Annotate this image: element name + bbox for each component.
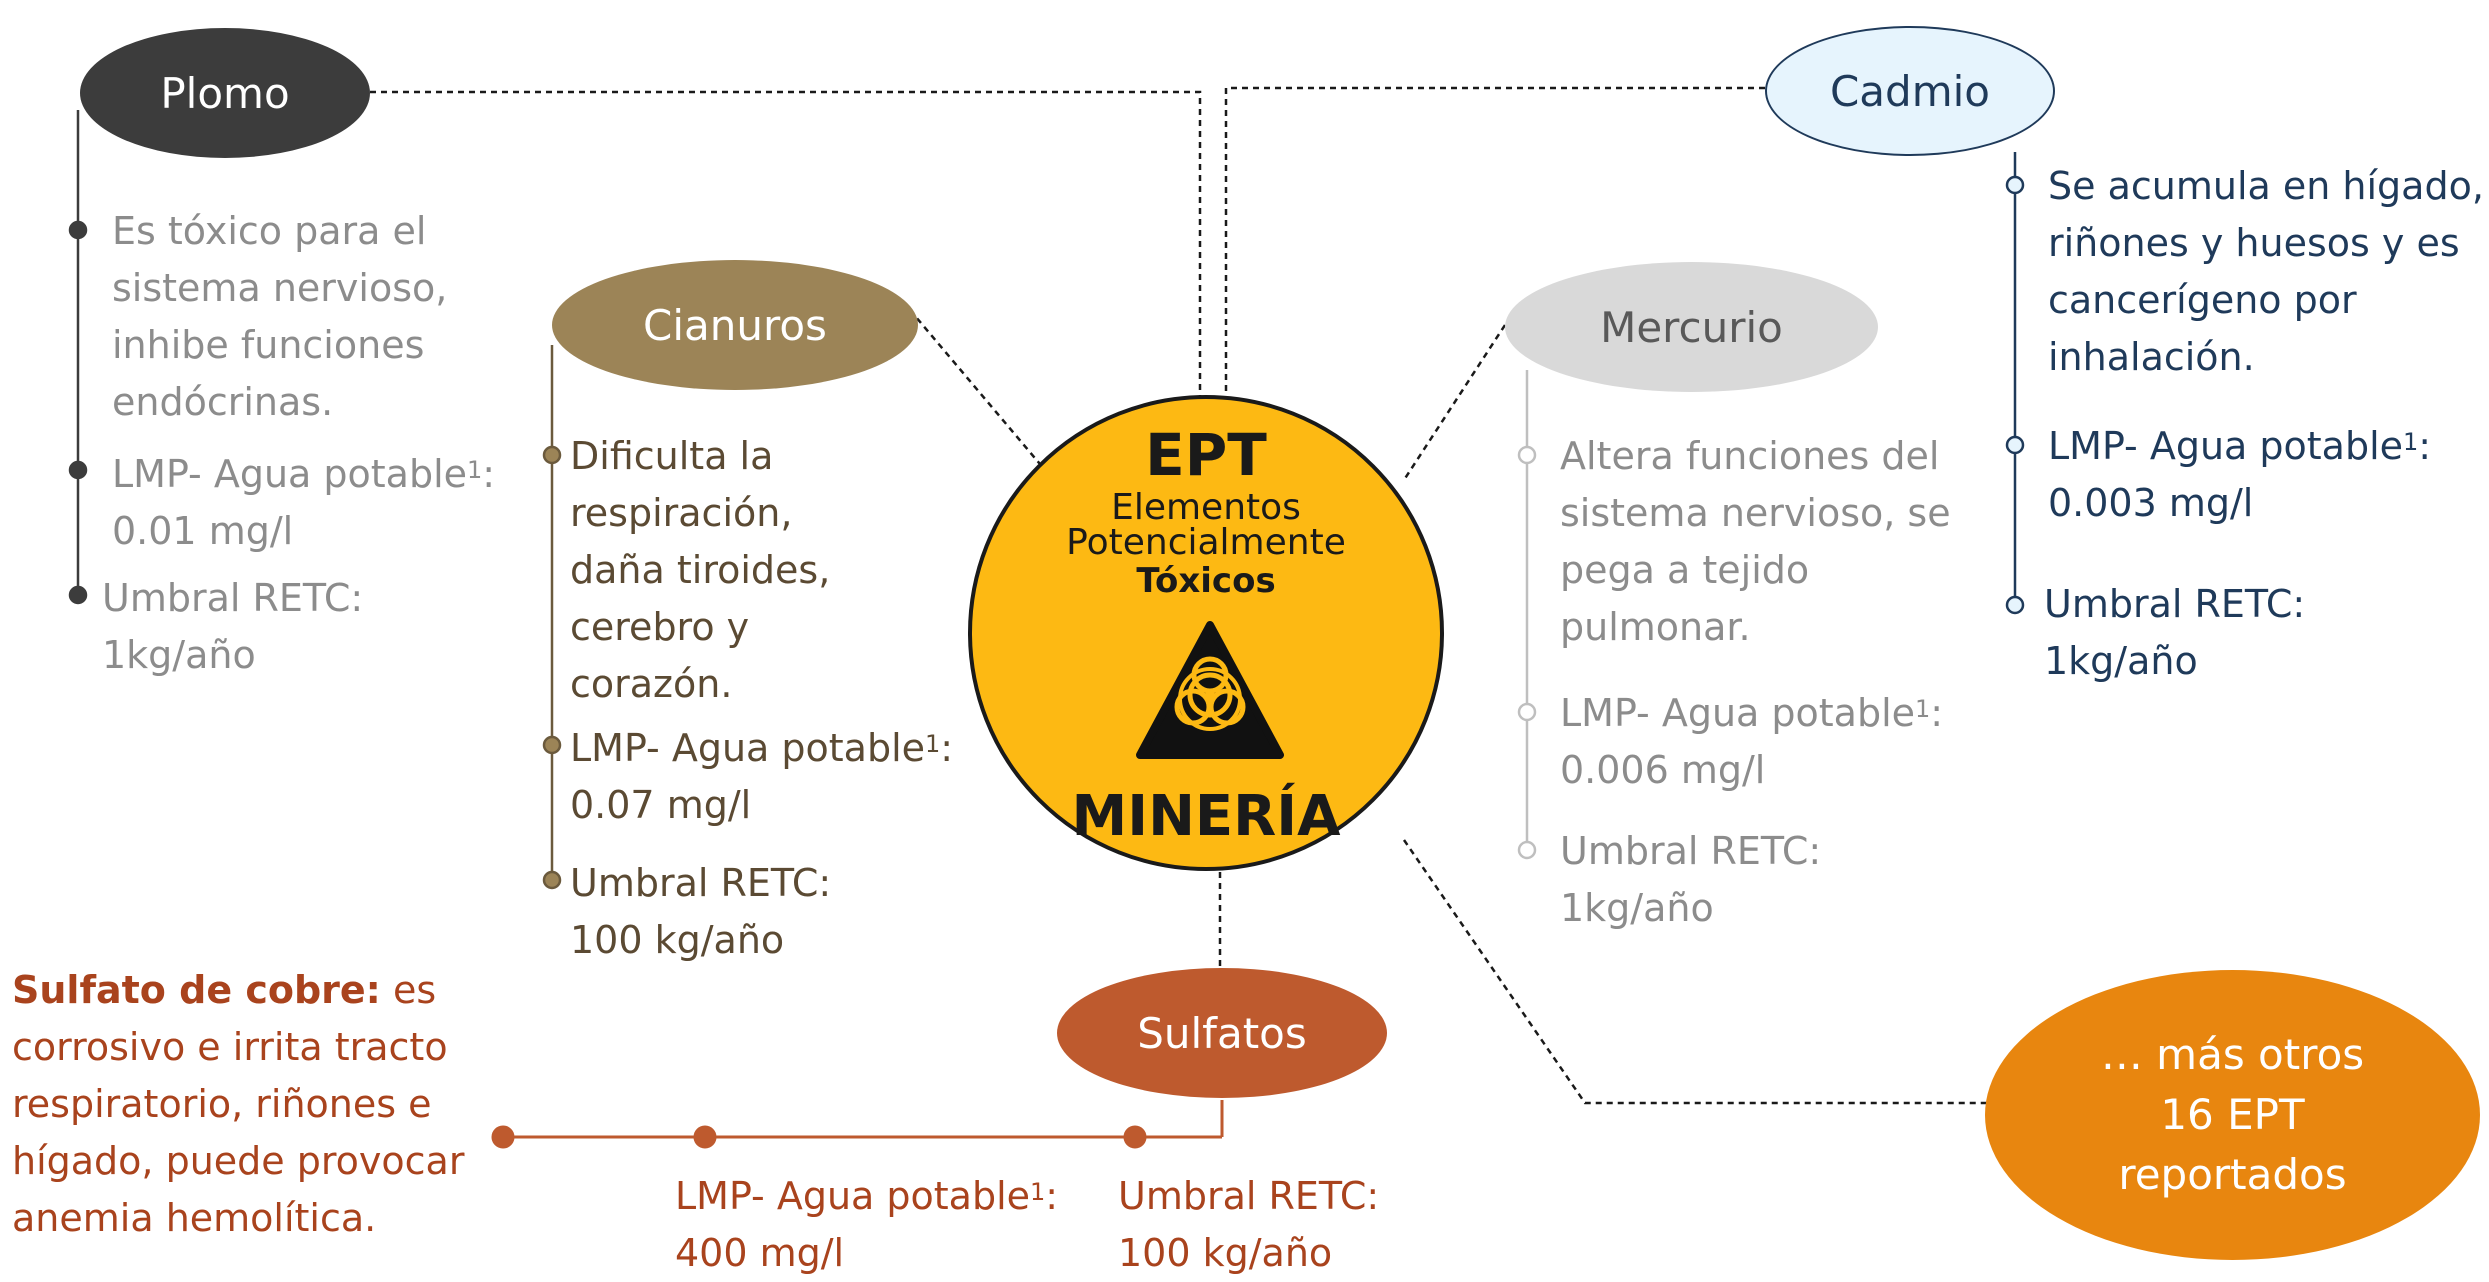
plomo-umbral: Umbral RETC: [102, 576, 364, 620]
plomo-desc-4: endócrinas. [112, 380, 334, 424]
cianuros-umbral: Umbral RETC: [570, 861, 832, 905]
bullet-cianuros-desc [542, 445, 562, 465]
center-node: EPT Elementos Potencialmente Tóxicos MIN… [968, 395, 1444, 871]
cadmio-lmp: LMP- Agua potable1: [2048, 424, 2432, 468]
bullet-cianuros-umbral [542, 870, 562, 890]
sulfato-cobre-line-1: Sulfato de cobre: es [12, 968, 437, 1012]
plomo-desc-2: sistema nervioso, [112, 266, 448, 310]
bullet-sulfatos-umbral [1123, 1125, 1147, 1149]
mercurio-umbral: Umbral RETC: [1560, 829, 1822, 873]
mercurio-lmp: LMP- Agua potable1: [1560, 691, 1944, 735]
plomo-umbral-value: 1kg/año [102, 633, 256, 677]
cianuros-lmp-value: 0.07 mg/l [570, 783, 752, 827]
node-cadmio: Cadmio [1765, 26, 2055, 156]
biohazard-icon [1136, 621, 1284, 759]
sulfatos-lmp: LMP- Agua potable1: [675, 1174, 1059, 1218]
cianuros-desc-4: cerebro y [570, 605, 750, 649]
connector-otros [1402, 839, 1990, 1105]
bullet-cadmio-lmp [2005, 435, 2025, 455]
connector-cianuros [909, 309, 1046, 471]
bullet-cadmio-desc [2005, 175, 2025, 195]
connector-cadmio [1224, 86, 1765, 398]
otros-line3: reportados [2118, 1150, 2347, 1199]
plomo-lmp: LMP- Agua potable1: [112, 452, 496, 496]
cianuros-desc-1: Dificulta la [570, 434, 774, 478]
mercurio-desc-4: pulmonar. [1560, 605, 1751, 649]
connector-plomo [370, 90, 1202, 427]
cianuros-umbral-value: 100 kg/año [570, 918, 785, 962]
bullet-plomo-lmp [68, 460, 88, 480]
node-cianuros-label: Cianuros [643, 300, 827, 350]
otros-line2: 16 EPT [2160, 1090, 2305, 1139]
sulfatos-umbral-value: 100 kg/año [1118, 1231, 1333, 1275]
sulfatos-lmp-value: 400 mg/l [675, 1231, 845, 1275]
sulfatos-umbral: Umbral RETC: [1118, 1174, 1380, 1218]
sulfato-cobre-line-5: anemia hemolítica. [12, 1196, 377, 1240]
plomo-desc-3: inhibe funciones [112, 323, 425, 367]
node-cadmio-label: Cadmio [1829, 66, 1990, 116]
node-cianuros: Cianuros [552, 260, 918, 390]
cianuros-desc-5: corazón. [570, 662, 733, 706]
bullet-sulfatos-lmp [693, 1125, 717, 1149]
cianuros-desc-2: respiración, [570, 491, 793, 535]
node-otros: … más otros 16 EPT reportados [1985, 970, 2480, 1260]
bullet-plomo-desc [68, 220, 88, 240]
cadmio-desc-2: riñones y huesos y es [2048, 221, 2460, 265]
mercurio-desc-2: sistema nervioso, se [1560, 491, 1951, 535]
node-plomo: Plomo [80, 28, 370, 158]
cianuros-desc-3: daña tiroides, [570, 548, 831, 592]
node-mercurio: Mercurio [1505, 262, 1878, 392]
cadmio-umbral-value: 1kg/año [2044, 639, 2198, 683]
bullet-mercurio-lmp [1517, 702, 1537, 722]
mercurio-umbral-value: 1kg/año [1560, 886, 1714, 930]
otros-line1: … más otros [2100, 1030, 2365, 1079]
plomo-desc-1: Es tóxico para el [112, 209, 427, 253]
node-sulfatos: Sulfatos [1057, 968, 1387, 1098]
center-subtitle-2: Potencialmente [1066, 522, 1346, 563]
center-subtitle-1: Elementos [1111, 487, 1301, 528]
mercurio-lmp-value: 0.006 mg/l [1560, 748, 1766, 792]
bullet-mercurio-umbral [1517, 840, 1537, 860]
sulfato-cobre-line-4: hígado, puede provocar [12, 1139, 465, 1183]
mercurio-desc-1: Altera funciones del [1560, 434, 1940, 478]
bullet-mercurio-desc [1517, 445, 1537, 465]
cadmio-umbral: Umbral RETC: [2044, 582, 2306, 626]
cadmio-desc-4: inhalación. [2048, 335, 2255, 379]
bullet-sulfato-cobre [491, 1125, 515, 1149]
cadmio-desc-1: Se acumula en hígado, [2048, 164, 2484, 208]
bullet-cadmio-umbral [2005, 595, 2025, 615]
sulfato-cobre-term: Sulfato de cobre: [12, 968, 381, 1012]
plomo-lmp-value: 0.01 mg/l [112, 509, 294, 553]
connector-mercurio [1402, 324, 1507, 481]
bullet-plomo-umbral [68, 585, 88, 605]
cianuros-lmp: LMP- Agua potable1: [570, 726, 954, 770]
mercurio-desc-3: pega a tejido [1560, 548, 1810, 592]
node-sulfatos-label: Sulfatos [1137, 1008, 1307, 1058]
center-footer: MINERÍA [1071, 784, 1341, 849]
sulfato-cobre-line-2: corrosivo e irrita tracto [12, 1025, 448, 1069]
node-mercurio-label: Mercurio [1600, 302, 1783, 352]
sulfato-cobre-line-3: respiratorio, riñones e [12, 1082, 432, 1126]
node-plomo-label: Plomo [160, 68, 290, 118]
center-subtitle-3: Tóxicos [1136, 561, 1276, 601]
cadmio-lmp-value: 0.003 mg/l [2048, 481, 2254, 525]
bullet-cianuros-lmp [542, 735, 562, 755]
cadmio-desc-3: cancerígeno por [2048, 278, 2357, 322]
center-title: EPT [1145, 421, 1267, 489]
